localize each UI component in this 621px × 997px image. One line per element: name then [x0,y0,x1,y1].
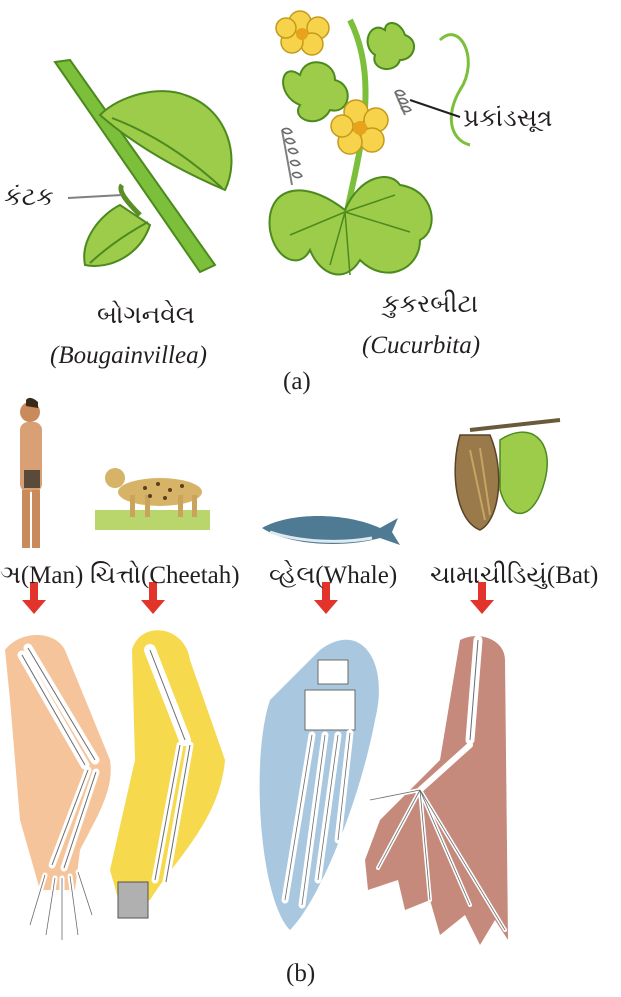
thorn-label: કંટક [4,185,54,210]
cheetah-forelimb [110,630,225,918]
caption-a: (a) [283,369,311,394]
thorn-pointer-line [68,195,122,198]
whale-flipper [260,640,379,930]
cucurbita-name: કુકરબીટા [382,292,478,317]
whale-figure [262,516,400,545]
label-bat: ચામાચીડિયું(Bat) [430,563,598,588]
bat-figure [455,420,560,530]
bat-wing [365,636,508,945]
cucurbita-drawing [270,11,470,275]
bougainvillea-scientific-name: (Bougainvillea) [50,343,207,368]
label-man: ઞ(Man) [0,563,83,588]
man-forelimb [5,635,111,940]
cucurbita-scientific-name: (Cucurbita) [362,333,480,358]
label-cheetah: ચિત્તો(Cheetah) [90,563,240,588]
tendril-label: પ્રકાંડસૂત્ર [463,106,552,131]
cheetah-figure [95,468,210,530]
label-whale: વ્હેલ(Whale) [269,563,397,588]
bougainvillea-drawing [55,60,232,272]
caption-b: (b) [286,961,315,986]
man-figure [20,398,42,548]
bougainvillea-name: બોગનવેલ [97,303,195,328]
